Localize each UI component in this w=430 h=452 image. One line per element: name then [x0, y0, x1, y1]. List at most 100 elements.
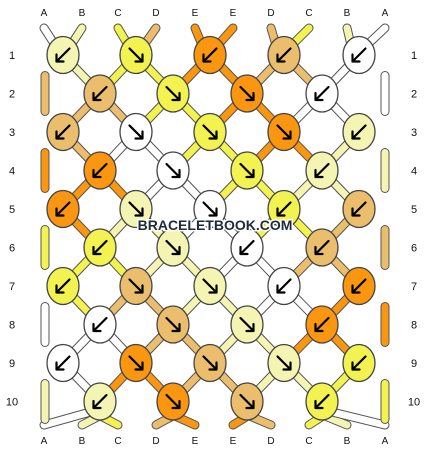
arrow-down-right-icon: [276, 355, 292, 371]
knot: [46, 35, 80, 75]
row-number-right: 7: [411, 281, 417, 293]
bottom-string-letter: B: [344, 436, 351, 447]
row-number-right: 10: [408, 397, 420, 409]
top-string-letter: E: [192, 8, 199, 19]
arrow-down-right-icon: [165, 316, 181, 333]
arrow-down-right-icon: [239, 162, 255, 179]
arrow-down-left-icon: [92, 239, 108, 256]
bottom-string-letter: B: [79, 436, 86, 447]
knot: [193, 266, 227, 306]
knot: [156, 305, 190, 344]
knot: [342, 266, 376, 306]
top-string-letter: D: [267, 8, 274, 19]
knot: [46, 266, 80, 306]
row-number-left: 6: [9, 243, 15, 255]
knot: [193, 343, 227, 383]
arrow-down-left-icon: [351, 201, 367, 217]
knot: [230, 382, 264, 421]
arrow-down-right-icon: [165, 162, 181, 179]
row-number-right: 5: [411, 204, 417, 216]
top-string-letter: D: [152, 8, 159, 19]
arrow-down-right-icon: [276, 124, 292, 140]
arrow-down-right-icon: [202, 278, 218, 294]
arrow-down-left-icon: [92, 393, 108, 410]
arrow-down-left-icon: [55, 355, 71, 371]
knot: [305, 151, 339, 190]
bottom-string-letter: C: [114, 436, 121, 447]
knot: [267, 35, 301, 75]
row-number-left: 1: [9, 50, 15, 62]
knot: [119, 266, 153, 306]
knot: [305, 74, 339, 113]
arrow-down-left-icon: [351, 278, 367, 294]
knot: [156, 74, 190, 113]
knot: [342, 112, 376, 152]
arrow-down-right-icon: [165, 239, 181, 256]
watermark: BRACELETBOOK.COM: [138, 217, 293, 233]
arrow-down-left-icon: [314, 316, 330, 333]
arrow-down-left-icon: [276, 47, 292, 63]
thread-segment: [326, 408, 389, 429]
row-number-right: 1: [411, 50, 417, 62]
arrow-down-right-icon: [202, 355, 218, 371]
arrow-down-right-icon: [202, 124, 218, 140]
top-string-letter: A: [41, 8, 48, 19]
knot: [83, 228, 117, 267]
arrow-down-left-icon: [276, 201, 292, 217]
thread-segment: [40, 408, 96, 429]
knot: [305, 382, 339, 421]
row-number-left: 7: [9, 281, 15, 293]
bottom-string-letter: D: [267, 436, 274, 447]
knot: [193, 35, 227, 75]
top-string-letter: C: [305, 8, 312, 19]
row-number-left: 9: [9, 358, 15, 370]
knot: [267, 189, 301, 229]
knot: [267, 266, 301, 306]
arrow-down-left-icon: [351, 355, 367, 371]
knot: [46, 189, 80, 229]
knot: [305, 305, 339, 344]
knot: [267, 112, 301, 152]
arrow-down-right-icon: [128, 278, 144, 294]
knot: [46, 112, 80, 152]
knot: [83, 151, 117, 190]
row-number-right: 8: [411, 320, 417, 332]
arrow-down-left-icon: [92, 162, 108, 179]
bottom-string-letter: E: [192, 436, 199, 447]
knot: [119, 343, 153, 383]
knot: [267, 343, 301, 383]
arrow-down-left-icon: [55, 278, 71, 294]
bottom-string-letter: E: [230, 436, 237, 447]
row-number-right: 2: [411, 89, 417, 101]
arrow-down-left-icon: [314, 393, 330, 410]
knot: [156, 228, 190, 267]
knot: [46, 343, 80, 383]
arrow-down-left-icon: [314, 162, 330, 179]
knot: [83, 305, 117, 344]
arrow-down-left-icon: [55, 47, 71, 63]
knot: [156, 151, 190, 190]
row-number-right: 3: [411, 127, 417, 139]
arrow-down-left-icon: [92, 316, 108, 333]
knot: [342, 35, 376, 75]
arrow-down-left-icon: [351, 47, 367, 63]
row-number-left: 4: [9, 166, 15, 178]
bottom-string-letter: C: [305, 436, 312, 447]
arrow-down-left-icon: [314, 239, 330, 256]
arrow-down-right-icon: [128, 201, 144, 217]
row-number-left: 10: [6, 397, 18, 409]
top-string-letter: B: [344, 8, 351, 19]
arrow-down-right-icon: [239, 85, 255, 102]
arrow-down-left-icon: [55, 124, 71, 140]
knot: [156, 382, 190, 421]
row-number-right: 6: [411, 243, 417, 255]
top-string-letter: E: [230, 8, 237, 19]
arrow-down-left-icon: [314, 85, 330, 102]
row-number-left: 2: [9, 89, 15, 101]
knot: [83, 74, 117, 113]
arrow-down-left-icon: [276, 278, 292, 294]
arrow-down-right-icon: [202, 201, 218, 217]
row-number-left: 8: [9, 320, 15, 332]
